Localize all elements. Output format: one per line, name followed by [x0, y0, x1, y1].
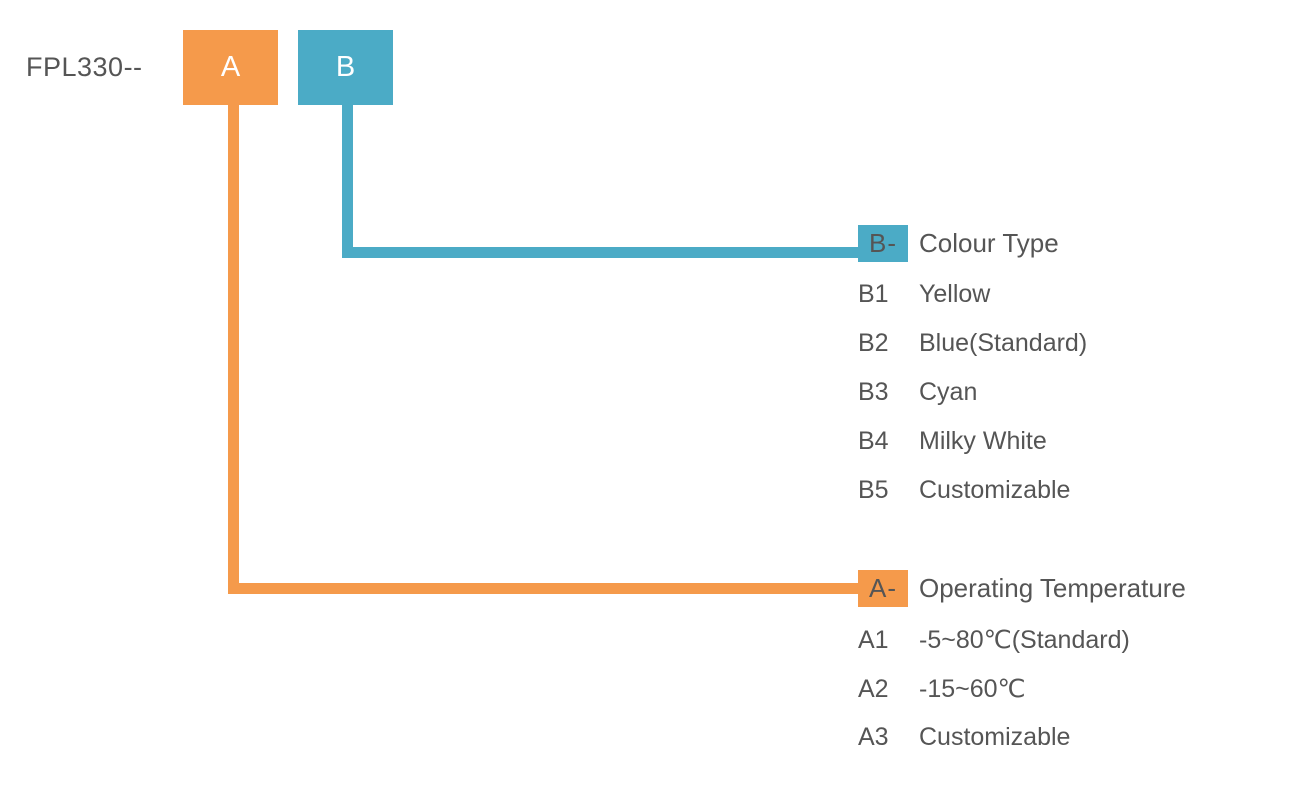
slot-box-a-label: A — [220, 51, 241, 83]
option-label: Customizable — [919, 723, 1071, 751]
connector-b-horizontal — [342, 247, 864, 258]
option-label: Customizable — [919, 476, 1071, 504]
connector-a-horizontal — [228, 583, 864, 594]
option-code: B2 — [858, 329, 889, 357]
option-label: Milky White — [919, 427, 1047, 455]
group-badge-b: B- — [858, 225, 908, 262]
option-label: Blue(Standard) — [919, 329, 1088, 357]
slot-box-b-label: B — [335, 51, 356, 83]
list-item: B5 Customizable — [858, 476, 1087, 507]
option-label: Yellow — [919, 280, 991, 308]
list-item: B3 Cyan — [858, 378, 1087, 409]
list-item: A2 -15~60℃ — [858, 674, 1186, 705]
base-part-number: FPL330-- — [26, 52, 143, 82]
option-list-colour-type: B1 Yellow B2 Blue(Standard) B3 Cyan B4 M… — [858, 280, 1087, 507]
option-code: B1 — [858, 280, 889, 308]
list-item: B2 Blue(Standard) — [858, 329, 1087, 360]
list-item: A3 Customizable — [858, 723, 1186, 754]
option-code: B5 — [858, 476, 889, 504]
option-label: Cyan — [919, 378, 978, 406]
option-code: A3 — [858, 723, 889, 751]
option-label: -15~60℃ — [919, 675, 1026, 703]
list-item: B1 Yellow — [858, 280, 1087, 311]
option-code: B4 — [858, 427, 889, 455]
slot-box-a: A — [183, 30, 278, 105]
option-code: A1 — [858, 626, 889, 654]
group-header-colour-type: B- Colour Type — [858, 225, 1087, 262]
connector-a-vertical — [228, 105, 239, 594]
list-item: B4 Milky White — [858, 427, 1087, 458]
option-code: B3 — [858, 378, 889, 406]
connector-b-vertical — [342, 105, 353, 258]
group-title-colour-type: Colour Type — [919, 228, 1059, 258]
option-label: -5~80℃(Standard) — [919, 626, 1130, 654]
slot-box-b: B — [298, 30, 393, 105]
option-code: A2 — [858, 675, 889, 703]
option-list-operating-temperature: A1 -5~80℃(Standard) A2 -15~60℃ A3 Custom… — [858, 625, 1186, 754]
list-item: A1 -5~80℃(Standard) — [858, 625, 1186, 656]
option-group-operating-temperature: A- Operating Temperature A1 -5~80℃(Stand… — [858, 570, 1186, 772]
group-title-operating-temperature: Operating Temperature — [919, 573, 1186, 603]
group-header-operating-temperature: A- Operating Temperature — [858, 570, 1186, 607]
group-badge-a: A- — [858, 570, 908, 607]
option-group-colour-type: B- Colour Type B1 Yellow B2 Blue(Standar… — [858, 225, 1087, 525]
